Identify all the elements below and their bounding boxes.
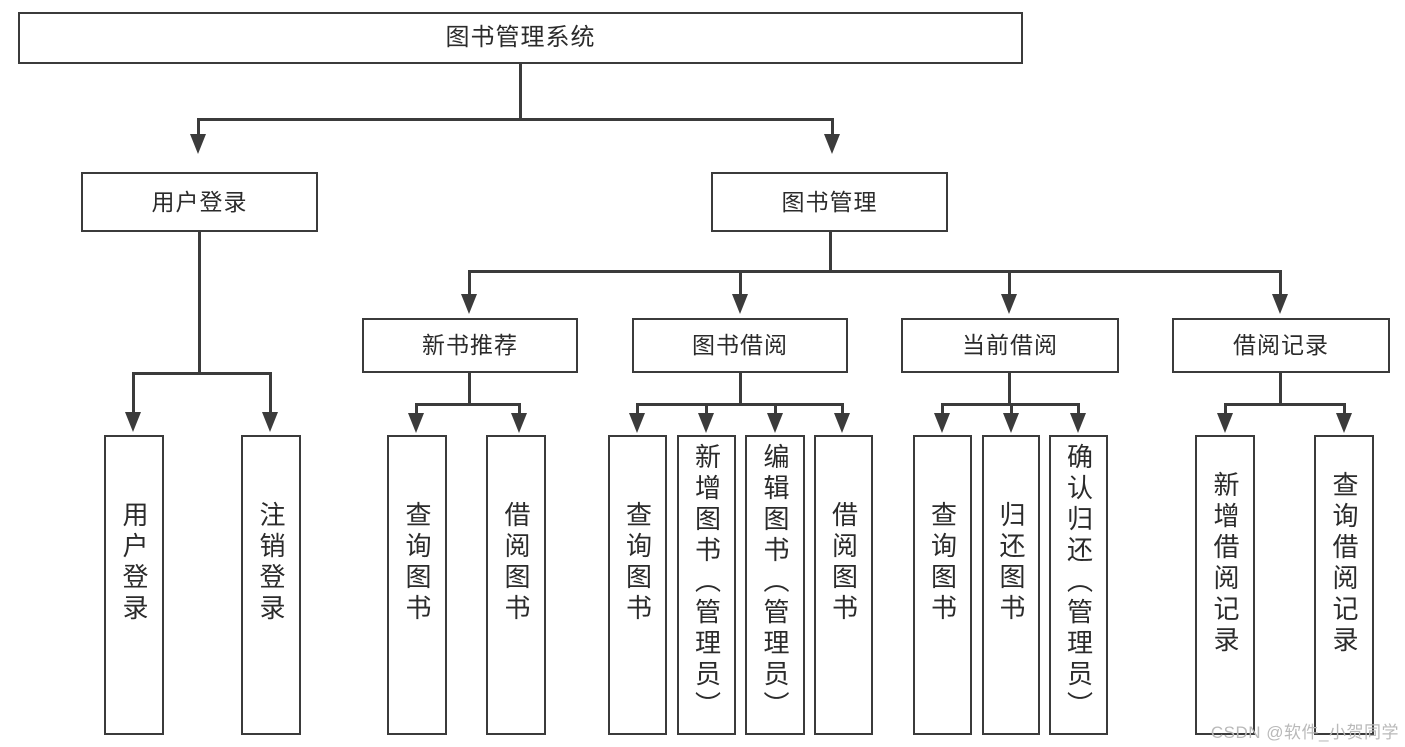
node-label: 查询借阅记录 xyxy=(1329,471,1359,657)
connector-new-book-drop-1 xyxy=(415,403,418,417)
arrow-current-borrow-leaf-3 xyxy=(1070,413,1086,433)
connector-book-borrow-drop-2 xyxy=(705,403,708,417)
node-label: 查询图书 xyxy=(622,501,653,625)
connector-book-borrow-drop-3 xyxy=(774,403,777,417)
node-label: 新书推荐 xyxy=(422,332,518,359)
leaf-current-borrow-confirm[interactable]: 确认归还（管理员） xyxy=(1049,435,1108,735)
node-new-book-recommend[interactable]: 新书推荐 xyxy=(362,318,578,373)
connector-current-borrow-stem xyxy=(1008,373,1011,405)
connector-current-borrow-drop-3 xyxy=(1077,403,1080,417)
connector-user-login-drop-1 xyxy=(132,372,135,416)
arrow-current-borrow-leaf-2 xyxy=(1003,413,1019,433)
leaf-borrow-record-add[interactable]: 新增借阅记录 xyxy=(1195,435,1255,735)
arrow-new-book-leaf-1 xyxy=(408,413,424,433)
node-label: 用户登录 xyxy=(151,188,248,215)
arrow-borrow-record-leaf-2 xyxy=(1336,413,1352,433)
arrow-book-borrow-leaf-2 xyxy=(698,413,714,433)
arrow-root-to-user-login xyxy=(190,134,206,154)
connector-current-borrow-drop-1 xyxy=(941,403,944,417)
arrow-user-login-leaf-1 xyxy=(125,412,141,432)
connector-new-book-stem xyxy=(468,373,471,405)
node-label: 借阅图书 xyxy=(828,501,859,625)
node-label: 确认归还（管理员） xyxy=(1063,443,1094,722)
node-label: 借阅记录 xyxy=(1233,332,1329,359)
connector-borrow-record-stem xyxy=(1279,373,1282,405)
leaf-current-borrow-return[interactable]: 归还图书 xyxy=(982,435,1040,735)
csdn-watermark: CSDN @软件_小贺同学 xyxy=(1210,723,1399,742)
connector-user-login-stem xyxy=(198,232,201,374)
connector-borrow-record-drop-1 xyxy=(1224,403,1227,417)
leaf-user-login-logout[interactable]: 注销登录 xyxy=(241,435,301,735)
node-label: 新增借阅记录 xyxy=(1210,471,1240,657)
leaf-borrow-record-query[interactable]: 查询借阅记录 xyxy=(1314,435,1374,735)
connector-new-book-bus xyxy=(415,403,521,406)
node-label: 新增图书（管理员） xyxy=(691,443,722,722)
node-label: 图书管理 xyxy=(781,188,878,215)
connector-book-borrow-drop-4 xyxy=(841,403,844,417)
arrow-book-borrow-leaf-1 xyxy=(629,413,645,433)
node-current-borrow[interactable]: 当前借阅 xyxy=(901,318,1119,373)
arrow-book-manage-to-borrow-record xyxy=(1272,294,1288,314)
arrow-borrow-record-leaf-1 xyxy=(1217,413,1233,433)
arrow-root-to-book-manage xyxy=(824,134,840,154)
arrow-new-book-leaf-2 xyxy=(511,413,527,433)
connector-root-to-book-manage xyxy=(831,118,834,138)
connector-book-manage-bus xyxy=(468,270,1282,273)
leaf-new-book-query[interactable]: 查询图书 xyxy=(387,435,447,735)
leaf-user-login-login[interactable]: 用户登录 xyxy=(104,435,164,735)
leaf-book-borrow-borrow[interactable]: 借阅图书 xyxy=(814,435,873,735)
leaf-book-borrow-query[interactable]: 查询图书 xyxy=(608,435,667,735)
node-label: 借阅图书 xyxy=(501,501,531,625)
leaf-new-book-borrow[interactable]: 借阅图书 xyxy=(486,435,546,735)
connector-root-stem xyxy=(519,64,522,120)
arrow-user-login-leaf-2 xyxy=(262,412,278,432)
connector-root-bus xyxy=(197,118,834,121)
leaf-book-borrow-edit[interactable]: 编辑图书（管理员） xyxy=(745,435,805,735)
connector-borrow-record-bus xyxy=(1224,403,1345,406)
node-user-login[interactable]: 用户登录 xyxy=(81,172,318,232)
connector-book-manage-stem xyxy=(829,232,832,272)
node-borrow-record[interactable]: 借阅记录 xyxy=(1172,318,1390,373)
arrow-current-borrow-leaf-1 xyxy=(934,413,950,433)
arrow-book-manage-to-book-borrow xyxy=(732,294,748,314)
node-book-management[interactable]: 图书管理 xyxy=(711,172,948,232)
leaf-current-borrow-query[interactable]: 查询图书 xyxy=(913,435,972,735)
node-label: 查询图书 xyxy=(927,501,958,625)
arrow-book-borrow-leaf-4 xyxy=(834,413,850,433)
connector-book-borrow-bus xyxy=(636,403,844,406)
connector-book-manage-drop-4 xyxy=(1279,270,1282,298)
node-label: 用户登录 xyxy=(119,501,149,625)
leaf-book-borrow-add[interactable]: 新增图书（管理员） xyxy=(677,435,736,735)
node-book-borrow[interactable]: 图书借阅 xyxy=(632,318,848,373)
connector-book-borrow-drop-1 xyxy=(636,403,639,417)
connector-book-manage-drop-1 xyxy=(468,270,471,298)
connector-user-login-drop-2 xyxy=(269,372,272,416)
connector-book-manage-drop-2 xyxy=(739,270,742,298)
arrow-book-borrow-leaf-3 xyxy=(767,413,783,433)
arrow-book-manage-to-new-book xyxy=(461,294,477,314)
connector-root-to-user-login xyxy=(197,118,200,138)
node-label: 编辑图书（管理员） xyxy=(760,443,790,722)
node-label: 当前借阅 xyxy=(962,332,1058,359)
node-label: 图书借阅 xyxy=(692,332,788,359)
connector-new-book-drop-2 xyxy=(518,403,521,417)
node-label: 查询图书 xyxy=(402,501,432,625)
node-root-system[interactable]: 图书管理系统 xyxy=(18,12,1023,64)
connector-book-borrow-stem xyxy=(739,373,742,405)
connector-borrow-record-drop-2 xyxy=(1343,403,1346,417)
node-label: 归还图书 xyxy=(996,501,1026,625)
node-label: 图书管理系统 xyxy=(445,24,596,52)
connector-user-login-bus xyxy=(132,372,270,375)
connector-current-borrow-drop-2 xyxy=(1010,403,1013,417)
node-label: 注销登录 xyxy=(256,501,286,625)
arrow-book-manage-to-current-borrow xyxy=(1001,294,1017,314)
connector-book-manage-drop-3 xyxy=(1008,270,1011,298)
